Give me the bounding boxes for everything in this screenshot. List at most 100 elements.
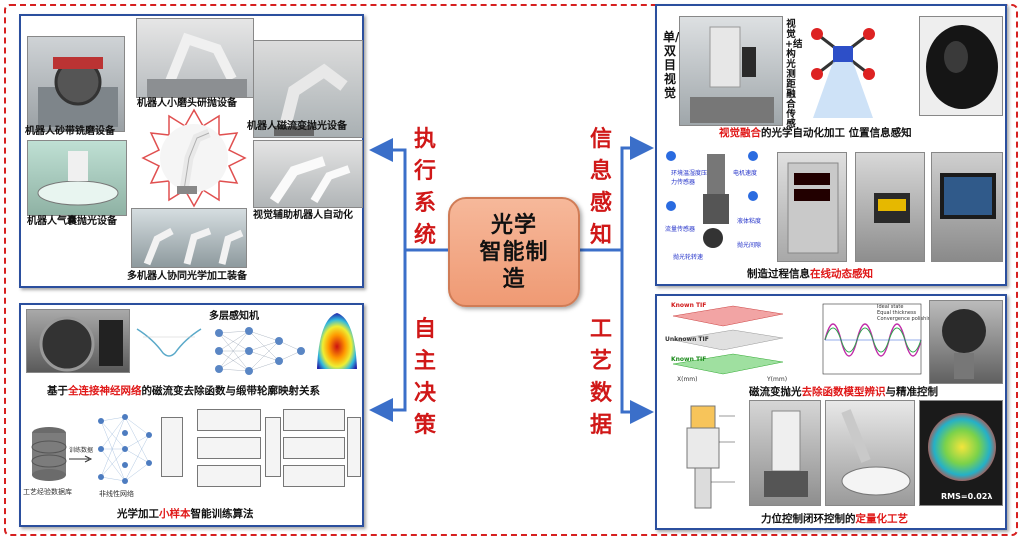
mrf-robot-illustration bbox=[274, 63, 348, 136]
decision-caption-bottom-highlight: 小样本 bbox=[159, 508, 191, 520]
process-caption-top-suffix: 与精准控制 bbox=[885, 386, 939, 398]
stereo-camera-illustration bbox=[690, 26, 774, 123]
removal-function-heatmap bbox=[313, 309, 361, 373]
caption-airbag: 机器人气囊抛光设备 bbox=[27, 216, 117, 227]
info-caption-top-highlight: 视觉融合 bbox=[719, 127, 761, 139]
center-title-line3: 造 bbox=[502, 266, 526, 292]
caption-small-tool: 机器人小磨头研抛设备 bbox=[137, 98, 237, 109]
flow-box-b1 bbox=[283, 409, 345, 431]
single-binocular-vision-label: 单/双目视觉 bbox=[663, 30, 680, 100]
nonlinear-label: 非线性网络 bbox=[99, 490, 134, 498]
belt-grinding-photo bbox=[27, 36, 125, 132]
process-caption-top-highlight: 去除函数模型辨识 bbox=[801, 386, 886, 398]
decision-caption-top: 基于全连接神经网络的磁流变去除函数与缎带轮廓映射关系 bbox=[47, 385, 320, 397]
sensor-camera-illustration bbox=[874, 193, 910, 223]
controller-photo bbox=[777, 152, 847, 262]
unknown-tif-label: Unknown TIF bbox=[665, 336, 709, 343]
flow-box-b3 bbox=[283, 465, 345, 487]
x-axis-label: X(mm) bbox=[677, 376, 698, 383]
flow-box-mid bbox=[265, 417, 281, 477]
arrow-right-icon bbox=[69, 455, 93, 463]
force-control-photo bbox=[749, 400, 821, 506]
caption-multi-robot: 多机器人协同光学加工装备 bbox=[127, 271, 247, 282]
autonomous-decision-panel: 多层感知机 基于全连接神经网络的 bbox=[19, 303, 364, 527]
mrf-head-illustration bbox=[942, 309, 986, 379]
label-execution-system: 执行系统 bbox=[413, 127, 436, 248]
monitor-photo bbox=[931, 152, 1003, 262]
flow-box-output bbox=[347, 417, 361, 477]
flow-box-a3 bbox=[197, 465, 261, 487]
decision-caption-bottom-prefix: 光学加工 bbox=[117, 508, 159, 520]
database-label: 工艺经验数据库 bbox=[23, 488, 72, 496]
mlp-label: 多层感知机 bbox=[209, 311, 259, 322]
polishing-process-photo bbox=[825, 400, 915, 506]
label-information-perception: 信息感知 bbox=[589, 127, 612, 248]
multi-robot-illustration bbox=[143, 227, 244, 266]
decision-caption-top-prefix: 基于 bbox=[47, 385, 68, 397]
caption-mrf: 机器人磁流变抛光设备 bbox=[247, 121, 347, 132]
sensor-flow-label: 流量传感器 bbox=[665, 226, 696, 233]
center-title-line1: 光学 bbox=[490, 212, 537, 238]
label-process-data: 工艺数据 bbox=[589, 317, 612, 438]
y-axis-label: Y(mm) bbox=[767, 376, 788, 383]
polishing-process-illustration bbox=[841, 409, 911, 496]
ribbon-profile-plot bbox=[136, 328, 202, 357]
outer-dashed-frame bbox=[4, 4, 1018, 536]
process-caption-top-prefix: 磁流变抛光 bbox=[749, 386, 802, 398]
vision-robot-illustration bbox=[269, 156, 351, 204]
vision-structured-light-fusion-label: 视觉+结构光测距融合传感 bbox=[785, 19, 803, 130]
small-tool-photo bbox=[136, 18, 254, 98]
process-caption-top: 磁流变抛光去除函数模型辨识与精准控制 bbox=[749, 386, 938, 398]
flow-box-b2 bbox=[283, 437, 345, 459]
central-robot-illustration bbox=[141, 108, 247, 208]
stereo-vision-photo bbox=[679, 16, 783, 126]
surface-error-graphic bbox=[928, 413, 996, 481]
sensor-camera-photo bbox=[855, 152, 925, 262]
polishing-comparison-plot bbox=[822, 303, 922, 375]
caption-vision-assist: 视觉辅助机器人自动化 bbox=[253, 210, 353, 221]
drone-sensor-illustration bbox=[811, 28, 875, 118]
optical-surface-photo bbox=[919, 16, 1003, 116]
information-perception-panel: 单/双目视觉 视觉+结构光测距融合传感 视觉融合的光学自动化加工 位置信息感知 bbox=[655, 4, 1007, 286]
monitor-illustration bbox=[940, 173, 996, 219]
info-caption-bottom-prefix: 制造过程信息 bbox=[747, 268, 810, 280]
surface-error-map bbox=[919, 400, 1003, 506]
mrf-head-photo bbox=[929, 300, 1003, 384]
sensor-machine-illustration bbox=[666, 151, 758, 248]
rms-readout: RMS=0.02λ bbox=[941, 492, 993, 501]
decision-caption-top-suffix: 的磁流变去除函数与缎带轮廓映射关系 bbox=[141, 385, 321, 397]
mlp-network-diagram bbox=[215, 327, 305, 375]
force-control-illustration bbox=[764, 410, 808, 497]
decision-caption-bottom-suffix: 智能训练算法 bbox=[190, 508, 254, 520]
controller-illustration bbox=[787, 162, 839, 254]
heatmap-graphic bbox=[317, 313, 357, 369]
process-caption-bottom-highlight: 定量化工艺 bbox=[855, 513, 909, 525]
mrf-wheel-illustration bbox=[39, 316, 123, 372]
legend-equal: Equal thickness bbox=[877, 310, 917, 316]
info-caption-top: 视觉融合的光学自动化加工 位置信息感知 bbox=[719, 127, 912, 139]
flow-box-a2 bbox=[197, 437, 261, 459]
known-tif-label: Known TIF bbox=[671, 302, 707, 309]
info-caption-top-suffix: 的光学自动化加工 位置信息感知 bbox=[761, 127, 912, 139]
legend-convergence: Convergence polishing bbox=[877, 316, 935, 322]
caption-belt-grinding: 机器人砂带铣磨设备 bbox=[25, 126, 115, 137]
sensor-gap-label: 抛光间隙 bbox=[737, 242, 762, 249]
sensor-schematic bbox=[663, 146, 771, 258]
vision-assist-photo bbox=[253, 140, 363, 208]
dark-mirror-illustration bbox=[926, 25, 998, 109]
decision-caption-bottom: 光学加工小样本智能训练算法 bbox=[117, 508, 254, 520]
training-data-label: 训练数据 bbox=[69, 447, 94, 454]
legend-ideal: Ideal state bbox=[877, 304, 904, 310]
multi-robot-photo bbox=[131, 208, 247, 268]
sensor-env-label: 环境温湿度压力传感器 bbox=[671, 170, 708, 186]
info-caption-bottom: 制造过程信息在线动态感知 bbox=[747, 268, 873, 280]
mrf-photo bbox=[253, 40, 363, 138]
airbag-photo bbox=[27, 140, 127, 216]
center-title-line2: 智能制 bbox=[479, 239, 549, 265]
sensor-wheel-label: 抛光轮转速 bbox=[673, 254, 704, 261]
tif-surface-plot bbox=[672, 305, 784, 375]
tool-cross-section bbox=[686, 405, 735, 509]
airbag-illustration bbox=[37, 151, 119, 206]
process-data-panel: Known TIF Unknown TIF Known TIF X(mm) Y(… bbox=[655, 294, 1007, 530]
